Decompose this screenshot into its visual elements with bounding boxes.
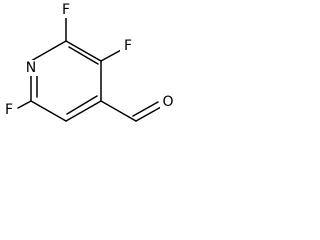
bond-c4-c5-single [65, 100, 102, 122]
bond-c6-f6 [17, 100, 32, 109]
bond-c2-c3-single [65, 40, 102, 62]
atom-labels: F F N F O [1, 2, 176, 118]
bond-cho-o-double [132, 101, 159, 117]
bond-c3-f3 [100, 48, 124, 62]
atom-label-fluorine-6: F [5, 102, 13, 118]
atom-label-fluorine-2: F [62, 2, 70, 18]
bond-c4-c5-double [66, 95, 98, 115]
atom-label-fluorine-3: F [124, 38, 132, 54]
atom-label-nitrogen: N [26, 60, 36, 76]
atom-label-oxygen: O [162, 94, 173, 110]
bond-cho-o-single [135, 106, 162, 122]
bonds [17, 16, 162, 122]
bond-c5-c6 [30, 100, 67, 122]
bond-n1-c2 [30, 40, 67, 62]
bond-c2-c3-double [68, 46, 99, 65]
bond-c4-cho [100, 100, 137, 122]
chemical-structure: F F N F O [1, 2, 176, 122]
